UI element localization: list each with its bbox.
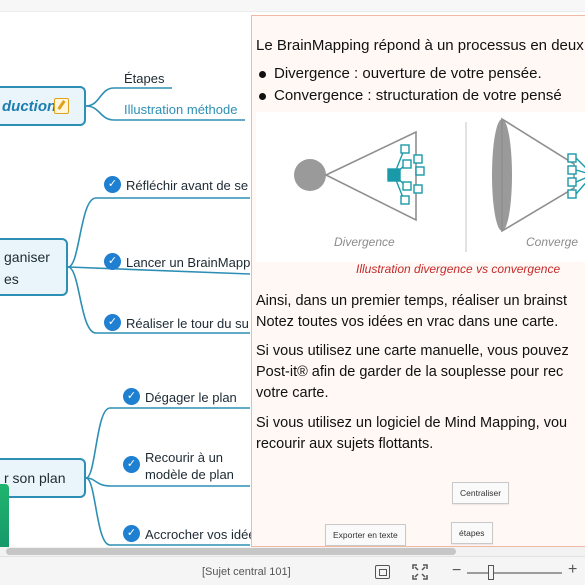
- divergence-cone-shape: [324, 130, 417, 222]
- divergence-convergence-illustration: [256, 112, 585, 262]
- subtopic-tour-du-sujet[interactable]: Réaliser le tour du su: [126, 316, 249, 331]
- fit-to-window-icon[interactable]: [375, 565, 390, 579]
- top-strip: [0, 0, 585, 12]
- divergence-circle-shape: [294, 159, 326, 191]
- convergence-cone-shape: [501, 117, 575, 233]
- topic-organiser-label-line1: ganiser: [4, 249, 50, 265]
- subtopic-lancer-brainmapping[interactable]: Lancer un BrainMapp: [126, 255, 251, 270]
- network-node-icon: [387, 144, 425, 205]
- subtopic-illustration-methode[interactable]: Illustration méthode: [124, 102, 238, 117]
- topic-organiser-label-line2: es: [4, 271, 19, 287]
- illustration-caption: Illustration divergence vs convergence: [356, 262, 561, 276]
- check-circle-icon: ✓: [123, 525, 140, 542]
- edit-note-icon[interactable]: [54, 98, 69, 114]
- zoom-out-button[interactable]: −: [452, 562, 462, 579]
- topic-organiser[interactable]: ganiser es: [0, 238, 68, 296]
- zoom-in-button[interactable]: +: [568, 561, 578, 578]
- network-node-icon: [567, 153, 585, 199]
- topic-plan[interactable]: r son plan: [0, 458, 86, 498]
- etapes-button[interactable]: étapes: [451, 522, 493, 544]
- panel-intro-text: Le BrainMapping répond à un processus en…: [256, 37, 584, 54]
- floating-note-panel[interactable]: Le BrainMapping répond à un processus en…: [251, 15, 585, 547]
- zoom-slider[interactable]: [467, 572, 562, 574]
- check-circle-icon: ✓: [123, 388, 140, 405]
- paragraph-b-line3: votre carte.: [256, 385, 329, 401]
- bullet-convergence: Convergence : structuration de votre pen…: [259, 87, 562, 104]
- status-selected-topic: [Sujet central 101]: [202, 566, 291, 578]
- topic-plan-label: r son plan: [4, 470, 66, 486]
- subtopic-reflechir[interactable]: Réfléchir avant de se: [126, 178, 249, 193]
- bullet-divergence: Divergence : ouverture de votre pensée.: [259, 65, 542, 82]
- topic-introduction[interactable]: duction: [0, 86, 86, 126]
- fullscreen-icon[interactable]: [412, 564, 428, 580]
- centraliser-button[interactable]: Centraliser: [452, 482, 510, 504]
- subtopic-modele-line2[interactable]: modèle de plan: [145, 467, 234, 482]
- subtopic-modele-line1[interactable]: Recourir à un: [145, 450, 224, 465]
- status-bar: [Sujet central 101] − +: [0, 556, 585, 585]
- side-panel-tab[interactable]: [0, 484, 9, 554]
- horizontal-scrollbar[interactable]: [0, 547, 585, 556]
- subtopic-etapes[interactable]: Étapes: [124, 71, 165, 86]
- subtopic-accrocher[interactable]: Accrocher vos idée: [145, 527, 256, 542]
- horizontal-scrollbar-thumb[interactable]: [6, 548, 456, 555]
- check-circle-icon: ✓: [104, 176, 121, 193]
- convergence-label: Converge: [526, 235, 579, 249]
- paragraph-c-line1: Si vous utilisez un logiciel de Mind Map…: [256, 415, 568, 431]
- check-circle-icon: ✓: [123, 456, 140, 473]
- topic-introduction-label: duction: [2, 98, 57, 115]
- paragraph-b-line1: Si vous utilisez une carte manuelle, vou…: [256, 343, 569, 359]
- paragraph-c-line2: recourir aux sujets flottants.: [256, 436, 434, 452]
- check-circle-icon: ✓: [104, 314, 121, 331]
- subtopic-degager-plan[interactable]: Dégager le plan: [145, 390, 237, 405]
- paragraph-a-line2: Notez toutes vos idées en vrac dans une …: [256, 314, 559, 330]
- check-circle-icon: ✓: [104, 253, 121, 270]
- zoom-slider-thumb[interactable]: [487, 565, 494, 580]
- divergence-label: Divergence: [334, 235, 395, 249]
- paragraph-a-line1: Ainsi, dans un premier temps, réaliser u…: [256, 293, 568, 309]
- paragraph-b-line2: Post-it® afin de garder de la souplesse …: [256, 364, 564, 380]
- exporter-texte-button[interactable]: Exporter en texte: [325, 524, 406, 546]
